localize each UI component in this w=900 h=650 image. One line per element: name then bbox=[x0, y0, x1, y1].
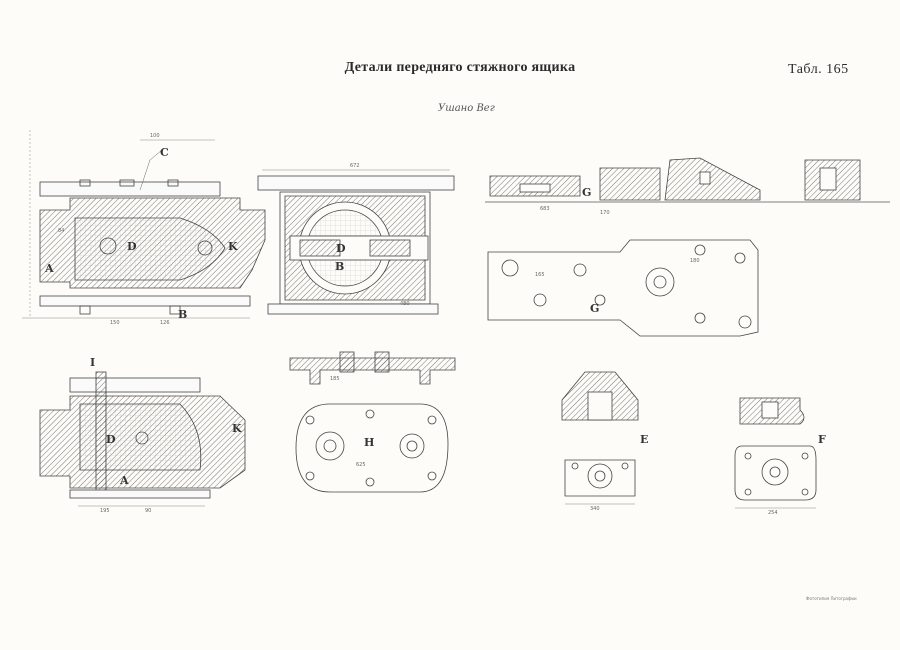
view-part-e: 340 bbox=[561, 371, 639, 512]
sheet-title: Детали передняго стяжного ящика bbox=[344, 60, 576, 75]
table-number: Табл. 165 bbox=[788, 62, 849, 77]
view-plan-holes: 165 180 bbox=[487, 239, 759, 337]
svg-text:340: 340 bbox=[590, 506, 600, 512]
svg-text:683: 683 bbox=[540, 206, 550, 212]
svg-text:150: 150 bbox=[110, 320, 120, 326]
view-plate-h: 185 625 bbox=[289, 351, 456, 493]
view-label-ring-d: D bbox=[336, 242, 346, 255]
svg-text:90: 90 bbox=[145, 508, 151, 514]
svg-text:180: 180 bbox=[690, 258, 700, 264]
view-label-b: B bbox=[178, 308, 187, 321]
view-label-ring-b: B bbox=[335, 260, 344, 273]
view-ring-housing: 672 480 bbox=[257, 163, 455, 315]
view-label-i: I bbox=[90, 356, 95, 369]
view-label-g-plan: G bbox=[590, 302, 599, 315]
svg-text:170: 170 bbox=[600, 210, 610, 216]
svg-text:254: 254 bbox=[768, 510, 778, 516]
view-label-lower-d: D bbox=[106, 433, 116, 446]
view-label-lower-a: A bbox=[119, 474, 129, 487]
view-label-a: A bbox=[44, 262, 54, 275]
svg-text:195: 195 bbox=[100, 508, 110, 514]
handwritten-note: Ушано Вег bbox=[438, 103, 495, 114]
view-lower-section: 195 90 bbox=[39, 371, 246, 514]
svg-text:672: 672 bbox=[350, 163, 360, 169]
view-label-k: K bbox=[228, 240, 238, 253]
view-main-section: 100 150 126 84 bbox=[22, 130, 266, 326]
view-label-e: E bbox=[640, 433, 648, 446]
view-label-c: C bbox=[160, 146, 169, 159]
svg-text:185: 185 bbox=[330, 376, 340, 382]
svg-text:100: 100 bbox=[150, 133, 160, 139]
view-label-g-top: G bbox=[582, 186, 591, 199]
svg-text:84: 84 bbox=[58, 228, 64, 234]
view-label-d: D bbox=[127, 240, 137, 253]
svg-text:126: 126 bbox=[160, 320, 170, 326]
printer-mark: Фототипия Литографии bbox=[806, 596, 857, 601]
view-label-h: H bbox=[364, 436, 374, 449]
view-label-f: F bbox=[818, 433, 826, 446]
view-label-lower-k: K bbox=[232, 422, 242, 435]
svg-text:625: 625 bbox=[356, 462, 366, 468]
svg-text:480: 480 bbox=[400, 301, 410, 307]
svg-text:165: 165 bbox=[535, 272, 545, 278]
view-profiles: 683 170 bbox=[485, 157, 890, 216]
view-part-f: 254 bbox=[734, 397, 817, 516]
